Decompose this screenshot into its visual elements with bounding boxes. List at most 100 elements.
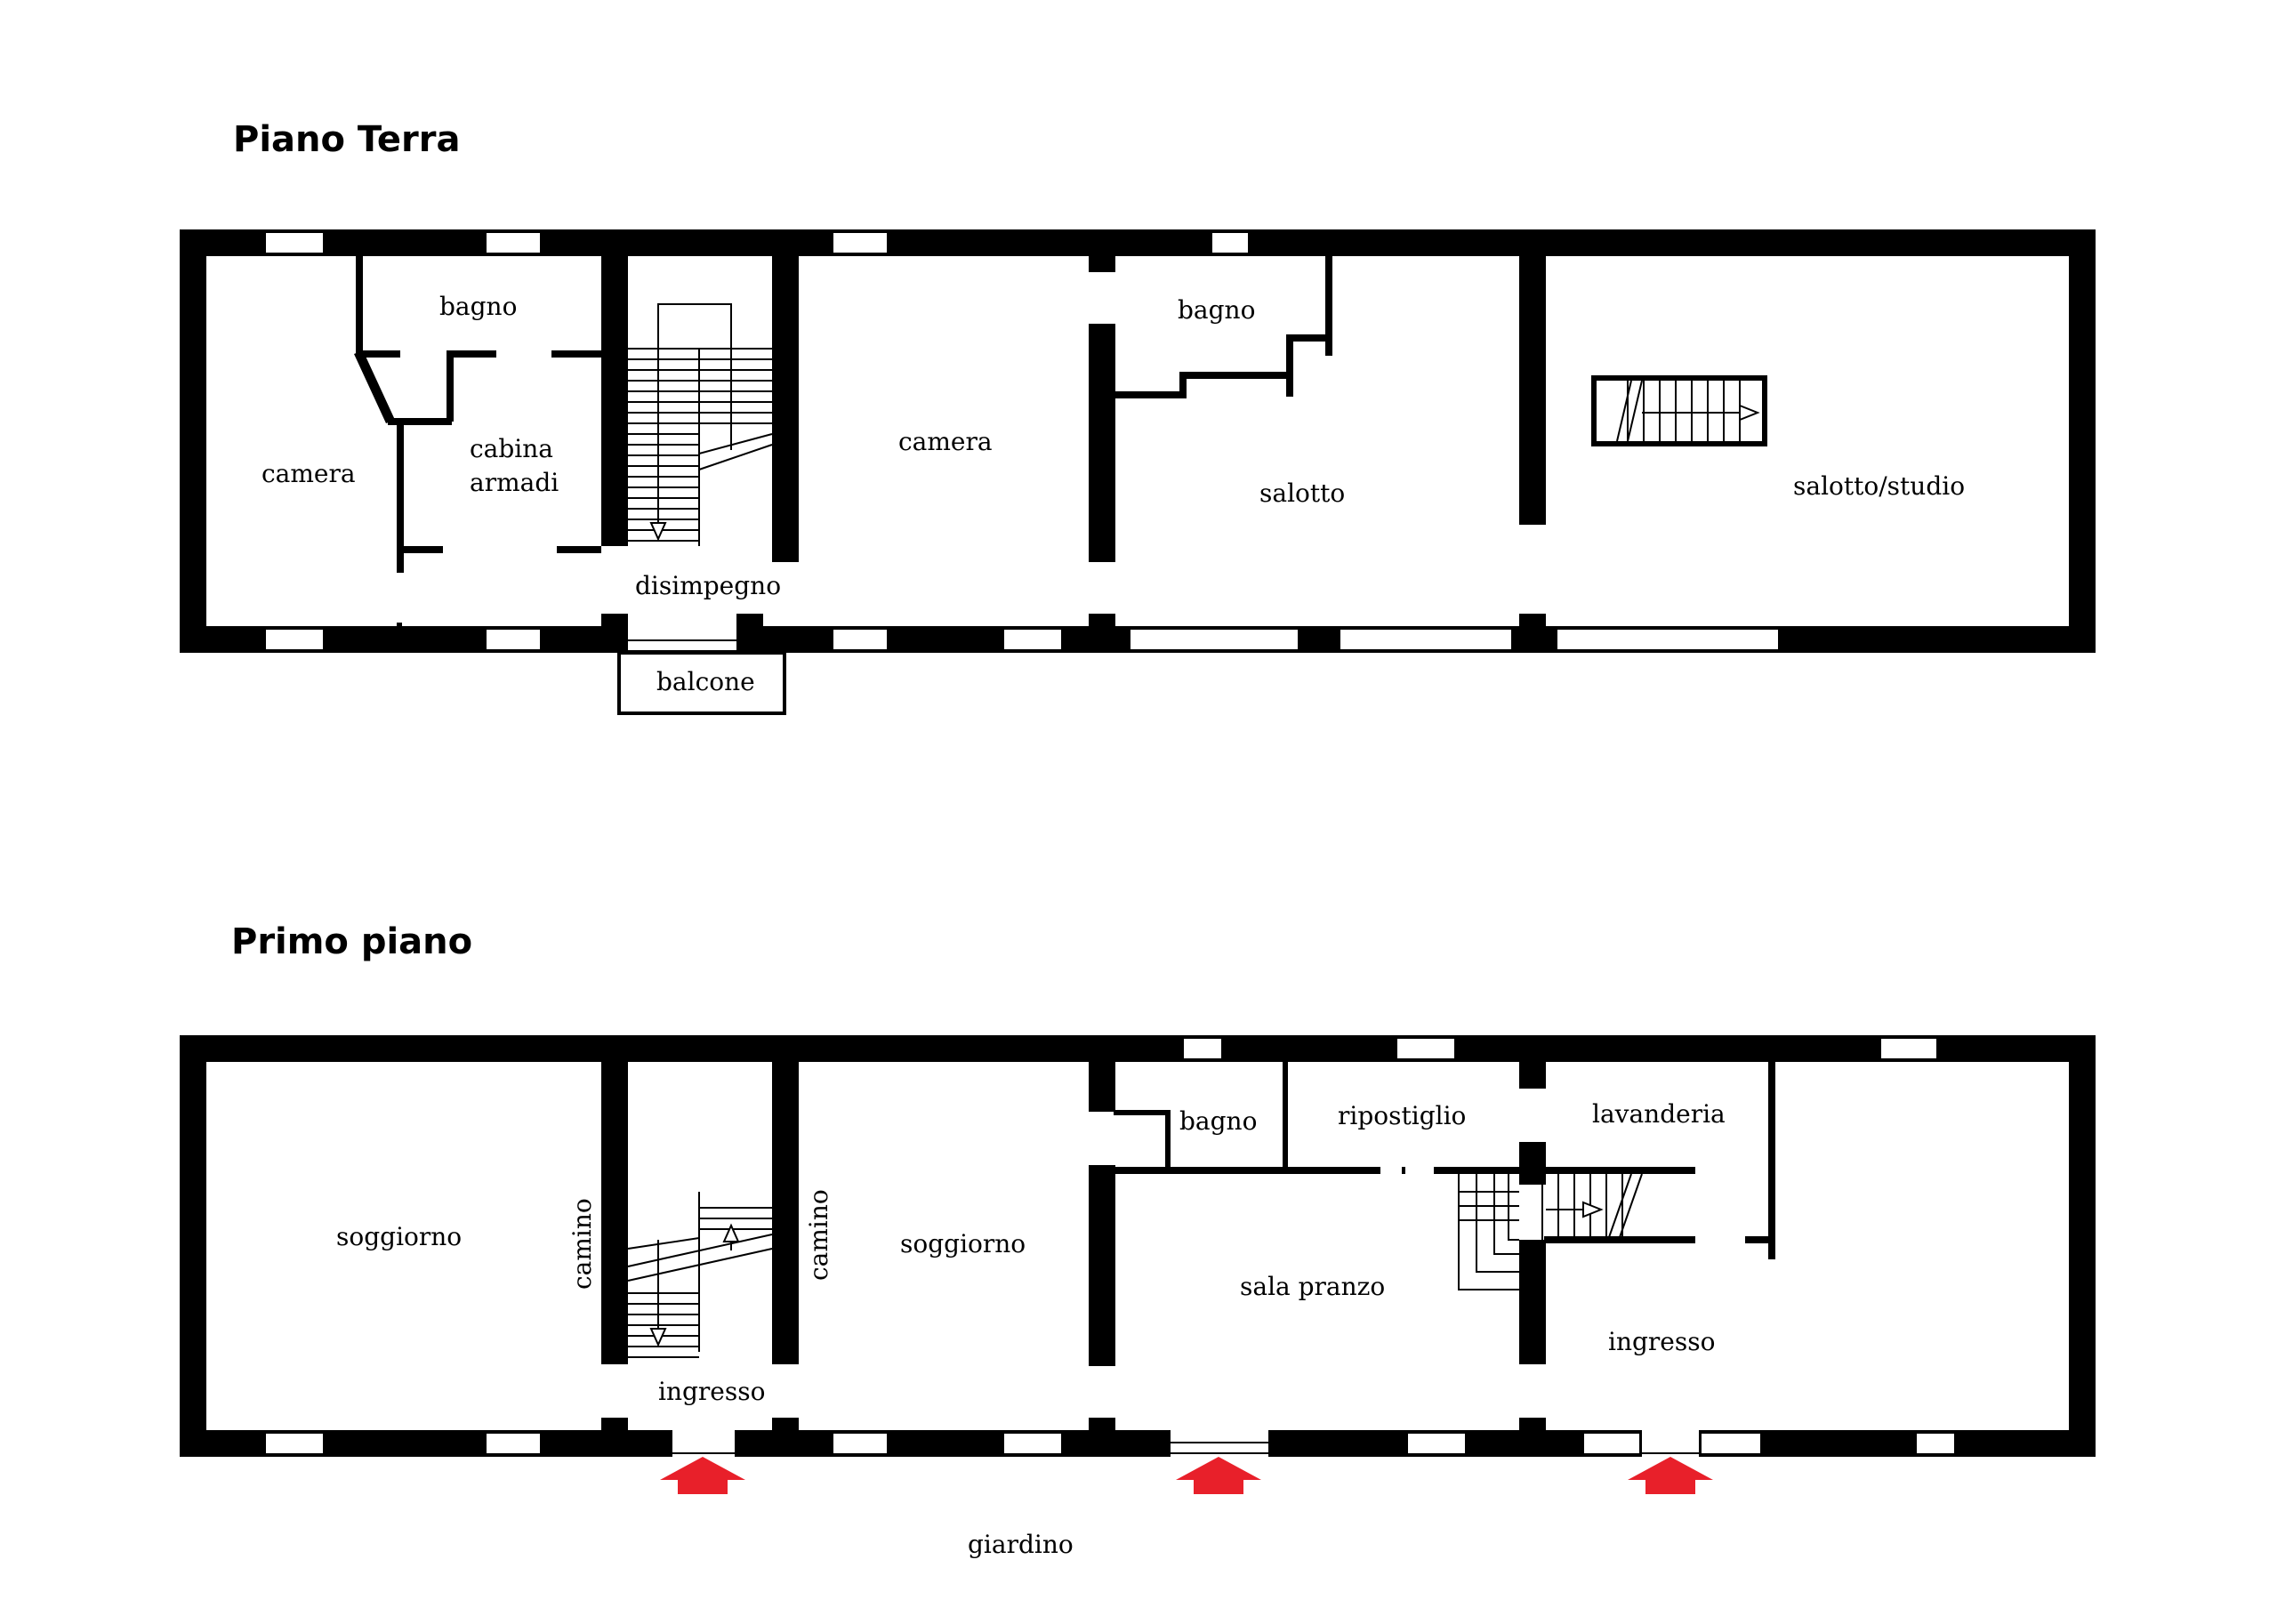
interior-wall [1089,1062,1115,1112]
window [485,628,542,651]
interior-wall [1089,1165,1115,1366]
window [1700,1432,1762,1455]
wall-pier [772,1418,799,1457]
partition-wall [1402,1167,1405,1174]
staircase [627,1192,773,1358]
room-label-soggiorno: soggiorno [900,1229,1026,1258]
ground-floor-plan: camera bagno cabina armadi disimpegno ca… [180,229,2096,715]
wall-pier [1089,1418,1115,1457]
partition-wall [1114,1110,1171,1115]
window [1211,231,1250,254]
window [832,231,889,254]
partition-wall [557,546,601,553]
room-label-balcone: balcone [656,667,755,696]
room-label-camera: camera [261,459,356,488]
window [832,628,889,651]
room-label-ingresso: ingresso [658,1377,765,1406]
window [1556,628,1780,651]
wall-pier [1519,1418,1546,1457]
partition-wall [1745,1236,1772,1243]
window [1339,628,1513,651]
room-label-camino: camino [567,1198,597,1290]
room-label-salotto: salotto [1259,478,1345,508]
partition-wall [1283,1062,1288,1172]
partition-wall [1179,372,1291,379]
outer-wall-right [2069,229,2096,653]
stair-arrow-icon [649,1328,667,1347]
outer-wall-top [180,229,2096,256]
stair-arrow-icon [1739,404,1760,422]
window [1879,1037,1938,1060]
room-label-camino: camino [804,1189,833,1281]
entrance-arrow-icon [1176,1457,1261,1494]
partition-wall [551,350,601,358]
room-label-camera: camera [898,427,993,456]
partition-wall [1114,1167,1380,1174]
staircase-2 [1458,1173,1643,1290]
room-label-ingresso: ingresso [1608,1327,1715,1356]
partition-wall [1286,334,1332,342]
room-label-soggiorno: soggiorno [336,1222,462,1251]
window [264,231,325,254]
room-label-ripostiglio: ripostiglio [1338,1101,1466,1130]
partition-wall [447,350,454,422]
window [1129,628,1299,651]
entrance-arrow-icon [660,1457,745,1494]
partition-wall [361,350,400,358]
partition-wall [397,422,404,573]
room-label-sala-pranzo: sala pranzo [1240,1272,1385,1301]
entrance-arrow-icon [1628,1457,1713,1494]
wall-pier [601,1418,628,1457]
wall-pier [601,614,628,653]
partition-wall [397,546,443,553]
room-label-cabina: cabina [470,434,553,463]
stair-wall [772,1062,799,1364]
first-floor-plan: soggiorno camino ingresso camino soggior… [180,1035,2096,1494]
partition-wall [1165,1110,1171,1172]
balcony [617,651,786,715]
window [1396,1037,1456,1060]
window [1915,1432,1956,1455]
room-label-armadi: armadi [470,468,559,497]
stair-arrow-icon [1582,1201,1604,1218]
partition-wall [1286,334,1293,397]
floor-title-ground: Piano Terra [233,119,460,160]
partition-wall [1114,391,1187,398]
staircase-2 [1591,375,1767,446]
interior-wall [1519,1062,1546,1089]
stair-arrow-icon [722,1223,740,1242]
room-label-salotto-studio: salotto/studio [1793,471,1965,501]
window [264,628,325,651]
stair-arrow-icon [649,522,667,542]
room-label-disimpegno: disimpegno [635,571,781,600]
room-label-bagno: bagno [1179,1106,1257,1136]
partition-wall [1325,256,1332,356]
wall-pier [1519,614,1546,653]
window [264,1432,325,1455]
stair-wall [772,256,799,562]
partition-wall [1179,372,1187,398]
floor-title-first: Primo piano [231,921,472,962]
partition-wall [1434,1167,1695,1174]
room-label-bagno: bagno [1178,295,1255,325]
window [485,1432,542,1455]
outer-wall-right [2069,1035,2096,1457]
window [832,1432,889,1455]
staircase [628,303,773,546]
interior-wall [1089,324,1115,562]
wall-pier [1089,614,1115,653]
partition-wall [356,256,363,354]
interior-wall [1089,256,1115,272]
outer-wall-left [180,229,206,653]
outer-wall-top [180,1035,2096,1062]
window [1002,628,1063,651]
window [1002,1432,1063,1455]
window [1406,1432,1467,1455]
window [1582,1432,1641,1455]
interior-wall [1519,256,1546,525]
stair-wall [601,256,628,546]
wall-pier [736,614,763,653]
room-label-bagno: bagno [439,292,517,321]
window [1182,1037,1223,1060]
